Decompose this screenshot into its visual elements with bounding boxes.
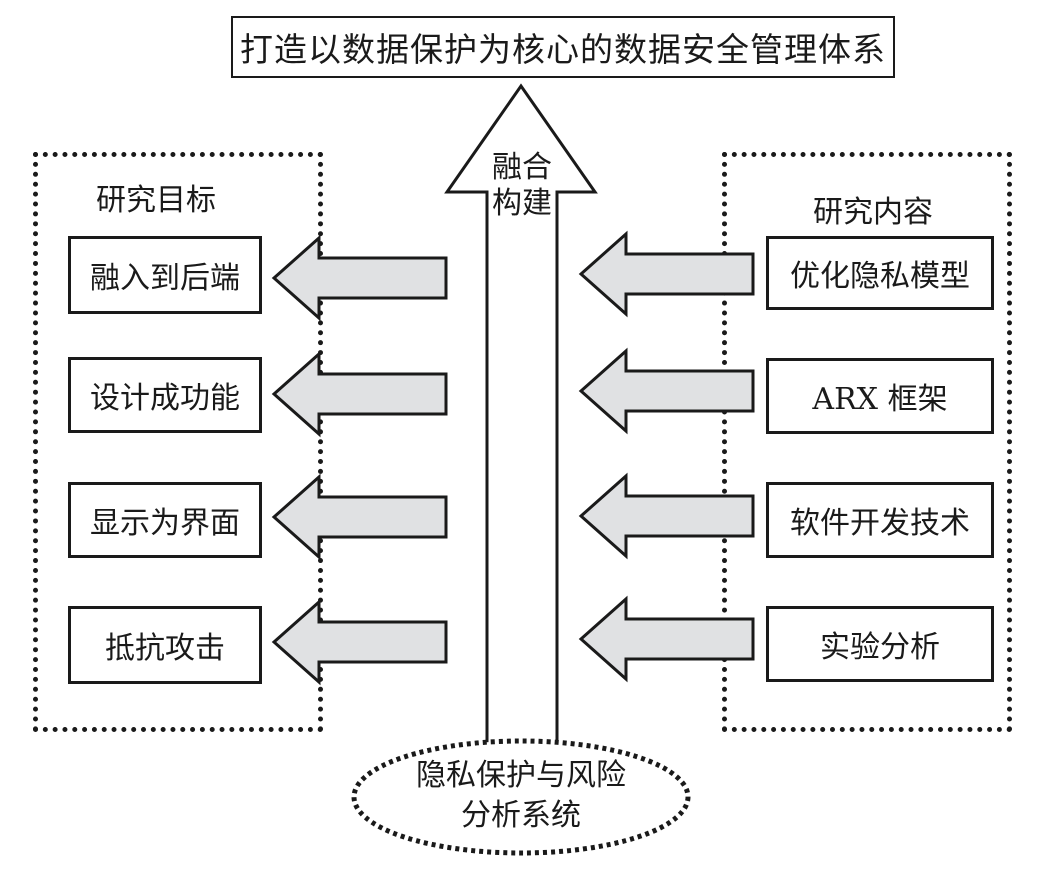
right-arrow-2 [578, 347, 755, 435]
main-title: 打造以数据保护为核心的数据安全管理体系 [240, 30, 886, 69]
goal-label: 融入到后端 [90, 261, 240, 296]
left-arrow-4 [271, 598, 448, 686]
content-box-3: 软件开发技术 [766, 482, 994, 558]
research-content-panel [722, 152, 1012, 732]
research-content-title: 研究内容 [813, 195, 933, 230]
bottom-label-line2: 分析系统 [461, 798, 581, 833]
content-label: 优化隐私模型 [790, 259, 970, 294]
goal-box-4: 抵抗攻击 [68, 606, 262, 684]
right-arrow-4 [578, 595, 755, 683]
center-label-line1: 融合 [492, 150, 552, 185]
bottom-system-ellipse [351, 738, 691, 856]
bottom-label-line1: 隐私保护与风险 [416, 758, 626, 793]
research-goals-title: 研究目标 [96, 183, 216, 218]
left-arrow-2 [271, 350, 448, 438]
center-label-line2: 构建 [492, 186, 552, 221]
goal-label: 显示为界面 [90, 506, 240, 541]
left-arrow-1 [271, 234, 448, 322]
left-arrow-3 [271, 473, 448, 561]
content-label: 实验分析 [820, 630, 940, 665]
research-goals-panel [33, 152, 323, 732]
content-box-1: 优化隐私模型 [766, 236, 994, 310]
right-arrow-3 [578, 472, 755, 560]
content-box-2: ARX 框架 [766, 358, 994, 434]
goal-box-1: 融入到后端 [68, 236, 262, 314]
goal-label: 设计成功能 [90, 381, 240, 416]
center-arrow-label: 融合 构建 [487, 150, 557, 222]
main-title-box: 打造以数据保护为核心的数据安全管理体系 [231, 16, 895, 78]
content-box-4: 实验分析 [766, 606, 994, 682]
goal-box-2: 设计成功能 [68, 357, 262, 433]
right-arrow-1 [578, 230, 755, 318]
content-label: 软件开发技术 [790, 506, 970, 541]
goal-box-3: 显示为界面 [68, 482, 262, 558]
center-up-arrow [444, 83, 598, 747]
bottom-system-label: 隐私保护与风险 分析系统 [371, 756, 671, 836]
goal-label: 抵抗攻击 [105, 631, 225, 666]
content-label: ARX 框架 [812, 382, 948, 417]
